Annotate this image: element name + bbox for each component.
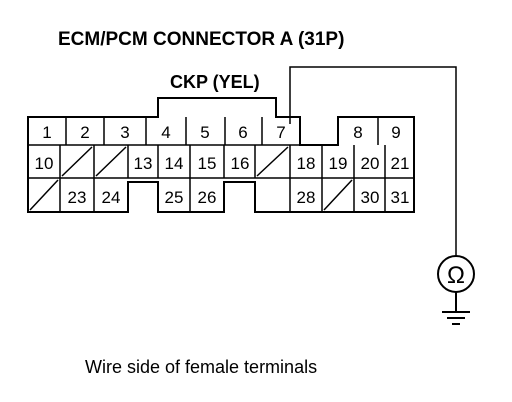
ground-icon — [442, 292, 470, 325]
probe-wire — [289, 66, 457, 256]
terminal-24: 24 — [102, 188, 121, 207]
empty-cavity-slashes — [29, 146, 353, 211]
terminal-20: 20 — [361, 154, 380, 173]
terminal-4: 4 — [161, 123, 170, 142]
terminal-7: 7 — [276, 123, 285, 142]
wire-label: CKP (YEL) — [170, 72, 260, 92]
ohm-symbol: Ω — [447, 262, 465, 289]
terminal-1: 1 — [42, 123, 51, 142]
connector-outline — [27, 97, 415, 213]
terminal-31: 31 — [391, 188, 410, 207]
terminal-2: 2 — [80, 123, 89, 142]
diagram-caption: Wire side of female terminals — [85, 357, 317, 377]
diagram-title: ECM/PCM CONNECTOR A (31P) — [58, 29, 344, 50]
terminal-14: 14 — [165, 154, 184, 173]
terminal-3: 3 — [120, 123, 129, 142]
terminal-5: 5 — [200, 123, 209, 142]
row-3-dividers — [59, 178, 386, 212]
terminal-13: 13 — [134, 154, 153, 173]
terminal-23: 23 — [68, 188, 87, 207]
row-2-dividers — [59, 145, 386, 178]
terminal-18: 18 — [297, 154, 316, 173]
terminal-6: 6 — [238, 123, 247, 142]
terminal-28: 28 — [297, 188, 316, 207]
terminal-30: 30 — [361, 188, 380, 207]
terminal-21: 21 — [391, 154, 410, 173]
terminal-25: 25 — [165, 188, 184, 207]
row-1-dividers — [65, 117, 379, 145]
terminal-9: 9 — [391, 123, 400, 142]
terminal-19: 19 — [329, 154, 348, 173]
terminal-15: 15 — [198, 154, 217, 173]
terminal-8: 8 — [353, 123, 362, 142]
terminal-26: 26 — [198, 188, 217, 207]
terminal-16: 16 — [231, 154, 250, 173]
terminal-10: 10 — [35, 154, 54, 173]
